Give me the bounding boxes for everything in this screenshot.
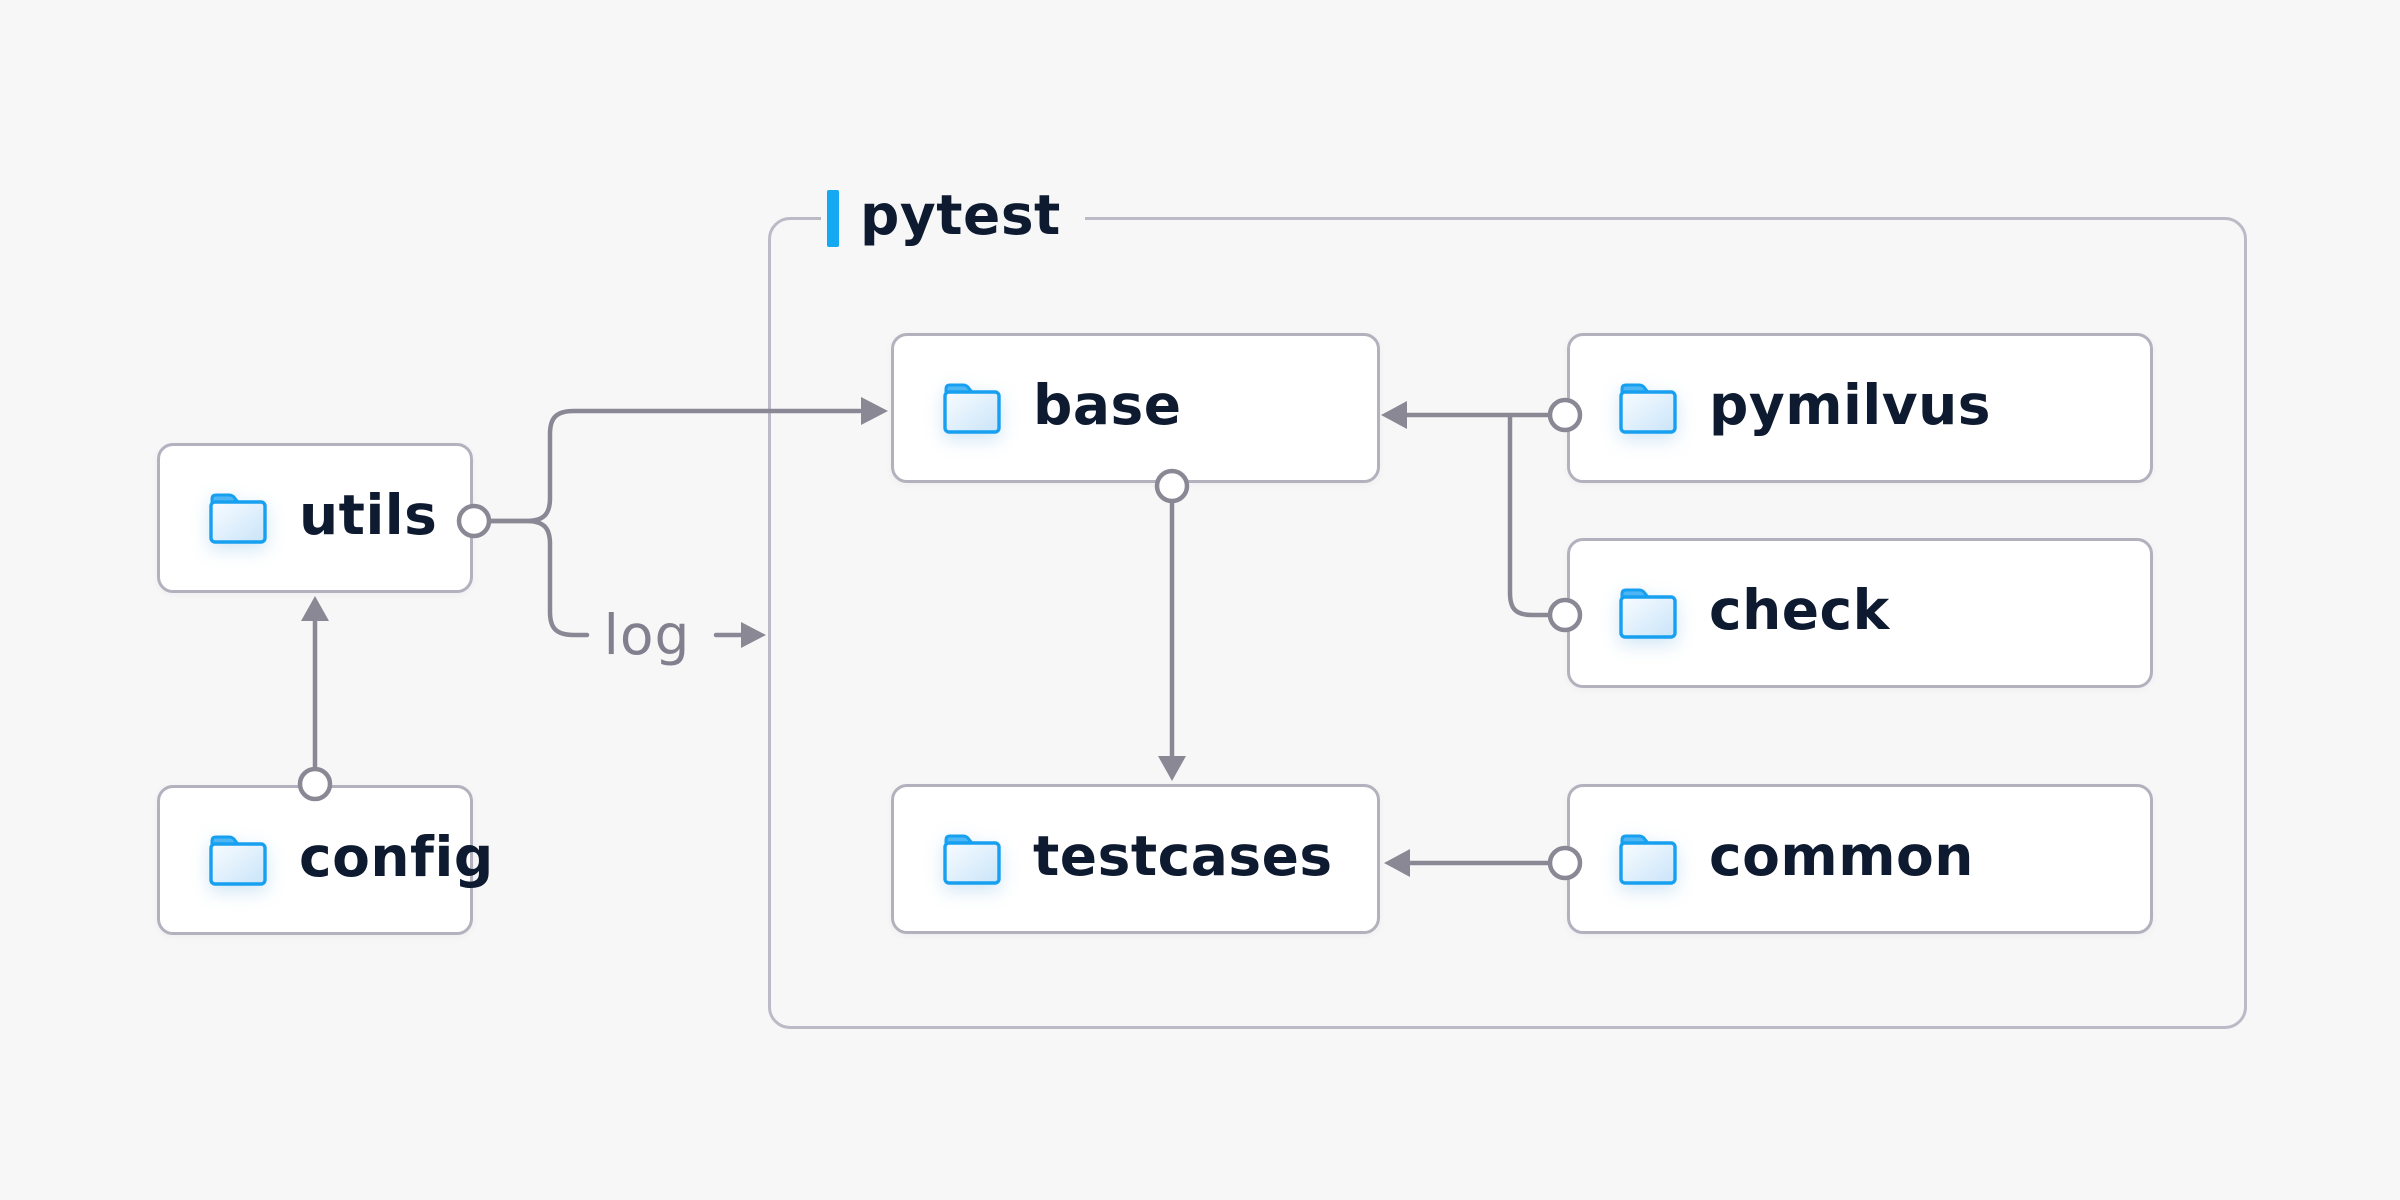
node-utils: utils	[157, 443, 473, 593]
edge-utils-to-log: log	[486, 518, 766, 667]
edge-config-to-utils	[297, 596, 333, 802]
folder-icon	[940, 381, 1004, 435]
node-label: check	[1709, 577, 1890, 642]
folder-icon	[206, 491, 270, 545]
pytest-group-label-text: pytest	[860, 182, 1061, 247]
node-label: pymilvus	[1709, 372, 1991, 437]
pytest-group-label: pytest	[821, 186, 1085, 250]
node-label: utils	[299, 482, 438, 547]
accent-bar-icon	[827, 189, 839, 247]
folder-icon	[940, 832, 1004, 886]
node-common: common	[1567, 784, 2153, 934]
node-testcases: testcases	[891, 784, 1380, 934]
arrowhead-right-icon	[741, 622, 766, 648]
node-pymilvus: pymilvus	[1567, 333, 2153, 483]
pytest-group-container: pytest	[768, 186, 2247, 1029]
folder-icon	[1616, 586, 1680, 640]
node-label: common	[1709, 823, 1974, 888]
folder-icon	[1616, 381, 1680, 435]
edge-label-log: log	[604, 603, 691, 667]
node-base: base	[891, 333, 1380, 483]
folder-icon	[206, 833, 270, 887]
folder-icon	[1616, 832, 1680, 886]
node-check: check	[1567, 538, 2153, 688]
node-label: config	[299, 824, 494, 889]
node-config: config	[157, 785, 493, 935]
node-label: base	[1033, 372, 1182, 437]
node-label: testcases	[1033, 823, 1333, 888]
arrowhead-up-icon	[301, 596, 329, 621]
